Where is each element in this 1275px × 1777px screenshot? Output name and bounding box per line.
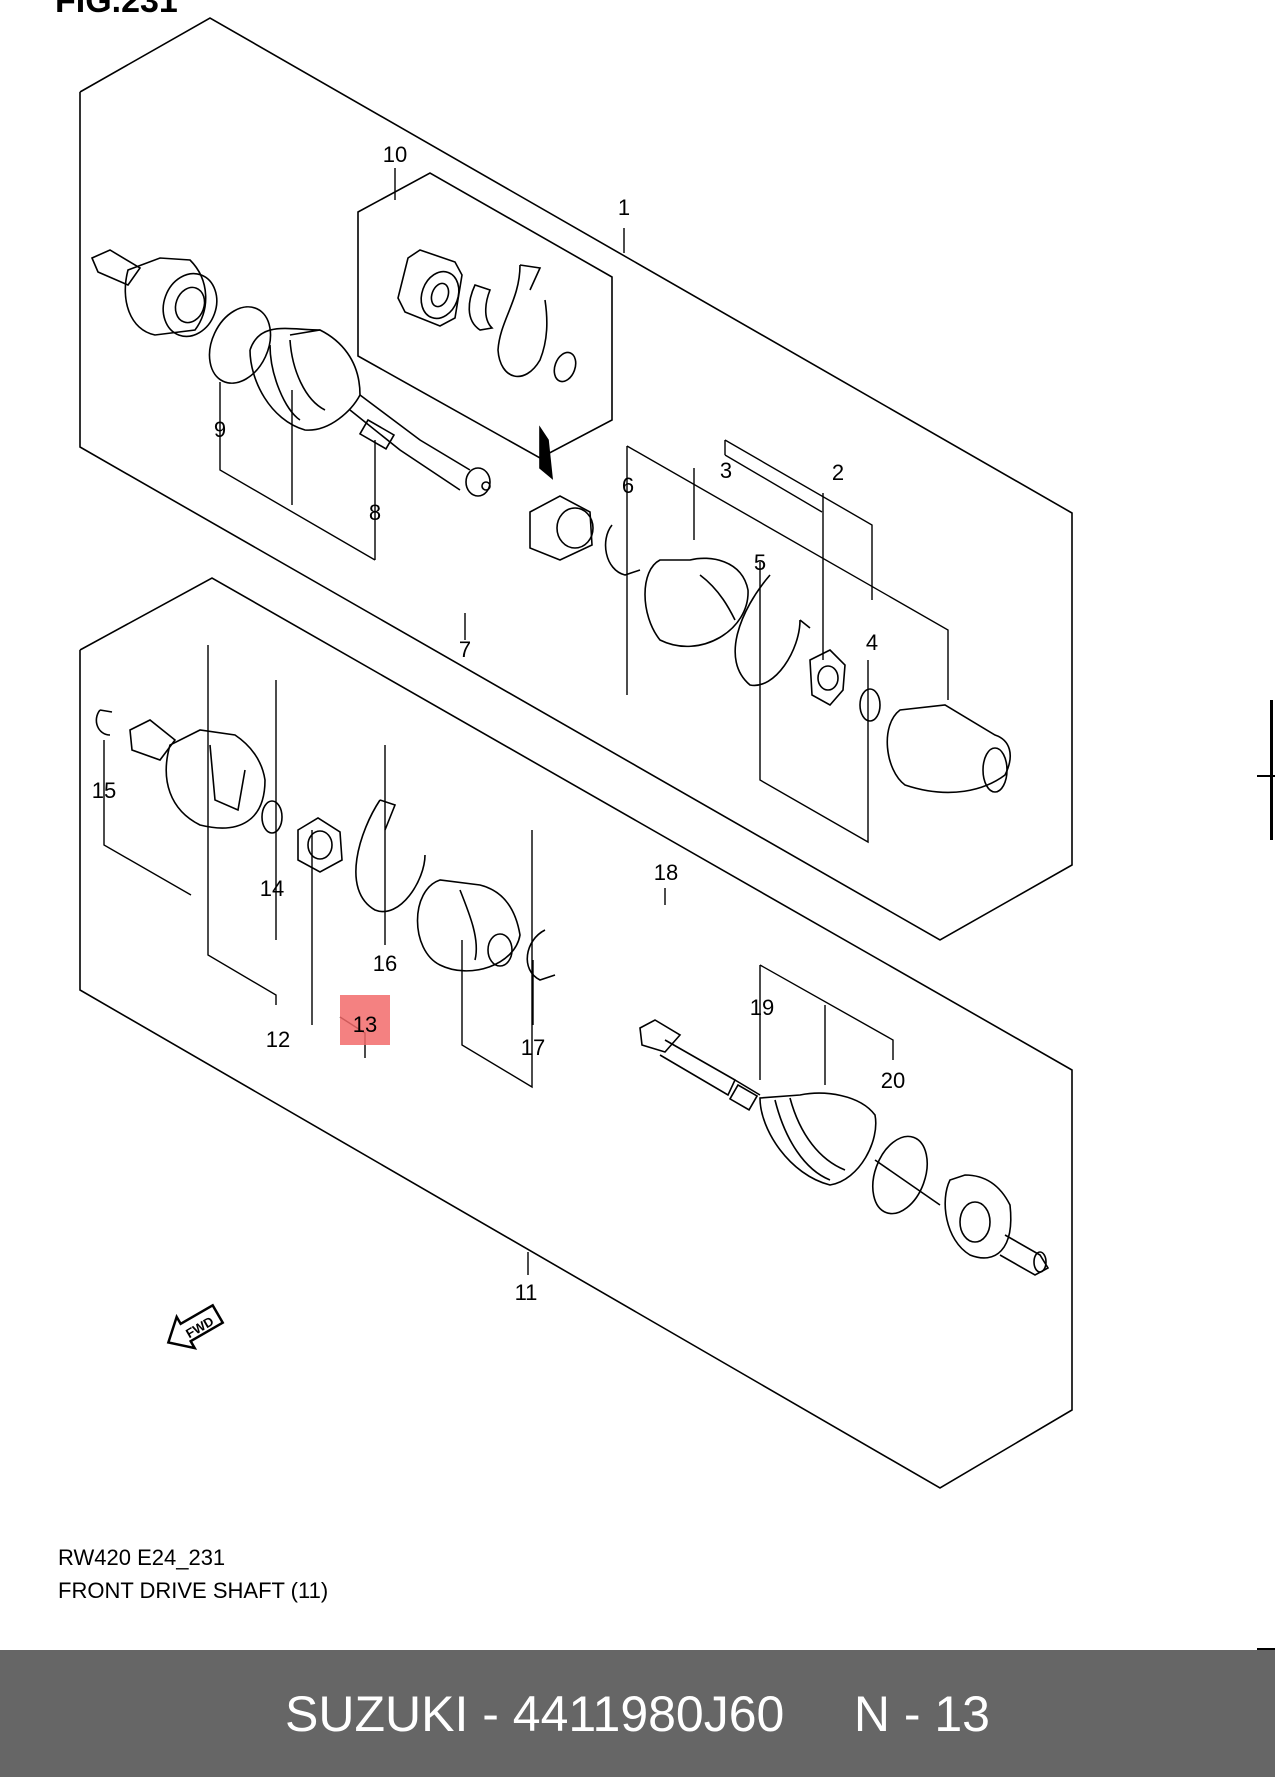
edge-tick-right-bottom	[1257, 1648, 1275, 1650]
callout-7: 7	[459, 637, 471, 662]
part-number-text: SUZUKI - 4411980J60 N - 13	[285, 1685, 990, 1742]
callout-4: 4	[866, 630, 878, 655]
callout-1: 1	[618, 195, 630, 220]
callout-10: 10	[383, 142, 407, 167]
callout-17: 17	[521, 1035, 545, 1060]
callout-18: 18	[654, 860, 678, 885]
callout-labels: 1 2 3 4 5 6 7 8 9 10 11 12 13 14 15 16 1…	[92, 142, 905, 1305]
highlight-box-13	[340, 995, 390, 1045]
edge-tick-right	[1257, 775, 1275, 777]
callout-8: 8	[369, 500, 381, 525]
callout-16: 16	[373, 951, 397, 976]
footer-banner: SUZUKI - 4411980J60 N - 13	[0, 1650, 1275, 1777]
leader-lines-lower	[103, 645, 894, 1275]
callout-12: 12	[266, 1027, 290, 1052]
upper-panel-border	[79, 17, 1073, 941]
leader-lines-upper	[219, 168, 949, 844]
callout-14: 14	[260, 876, 284, 901]
callout-5: 5	[754, 550, 766, 575]
callout-2: 2	[832, 460, 844, 485]
upper-inner-joint-parts	[529, 425, 1011, 794]
callout-3: 3	[720, 458, 732, 483]
parts-diagram: FIG.231	[55, 0, 1073, 1489]
figure-title: FIG.231	[55, 0, 178, 20]
subgroup-box-10	[357, 172, 613, 459]
part-10-bearing-parts	[397, 249, 577, 383]
callout-11: 11	[515, 1280, 538, 1305]
callout-20: 20	[881, 1068, 905, 1093]
lower-driveshaft-assembly	[639, 1019, 1050, 1276]
diagram-description: FRONT DRIVE SHAFT (11)	[58, 1578, 329, 1603]
upper-driveshaft-assembly	[90, 249, 491, 497]
lower-inner-joint-parts	[95, 709, 556, 981]
diagram-code: RW420 E24_231	[58, 1545, 226, 1570]
callout-6: 6	[622, 473, 634, 498]
edge-bar-right	[1270, 700, 1273, 840]
callout-15: 15	[92, 778, 116, 803]
callout-19: 19	[750, 995, 774, 1020]
lower-panel-border	[79, 577, 1073, 1489]
callout-13: 13	[353, 1012, 377, 1037]
fwd-arrow: FWD	[166, 1303, 225, 1350]
callout-9: 9	[214, 417, 226, 442]
